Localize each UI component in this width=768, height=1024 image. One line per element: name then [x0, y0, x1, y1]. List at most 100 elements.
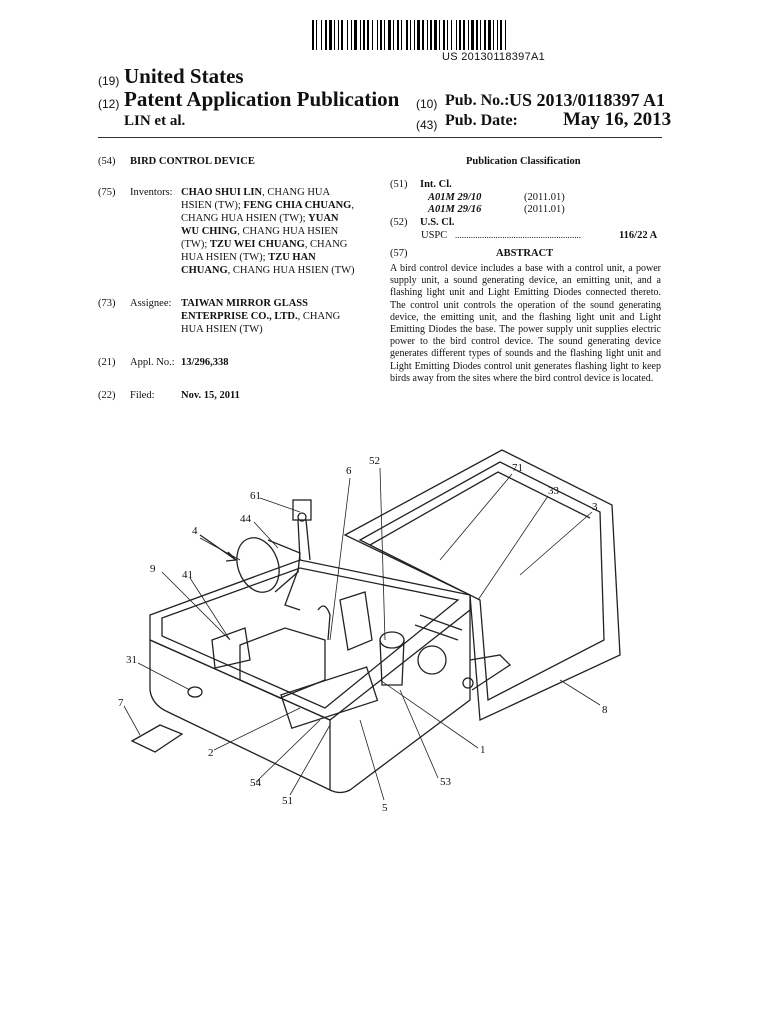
pub-date-label: Pub. Date:: [445, 112, 518, 129]
document-number: US 20130118397A1: [442, 51, 546, 63]
box-front-edge: [149, 639, 331, 790]
barcode-bar: [427, 20, 428, 50]
country-heading: United States: [124, 64, 244, 88]
barcode-bar: [354, 20, 357, 50]
class-code-2: A01M 29/16: [428, 204, 482, 215]
dial: [417, 645, 447, 675]
appl-code: (21): [98, 357, 116, 368]
publication-type-heading: Patent Application Publication: [124, 87, 400, 111]
inventors-line: WU CHING, CHANG HUA HSIEN: [181, 226, 339, 237]
barcode-bar: [351, 20, 352, 50]
label-52: 52: [369, 455, 380, 467]
barcode-bar: [480, 20, 481, 50]
assignee-label: Assignee:: [130, 298, 172, 309]
label-71: 71: [512, 462, 523, 474]
barcode-bar: [484, 20, 486, 50]
lid-inner: [358, 461, 605, 702]
inventors-line: CHAO SHUI LIN, CHANG HUA: [181, 187, 331, 198]
barcode-bar: [363, 20, 365, 50]
barcode-bar: [334, 20, 335, 50]
intcl-code: (51): [390, 179, 408, 190]
filed-date: Nov. 15, 2011: [181, 390, 240, 401]
barcode-bar: [497, 20, 498, 50]
barcode-bar: [456, 20, 457, 50]
barcode-bar: [468, 20, 469, 50]
light-unit: [339, 591, 373, 651]
label-54: 54: [250, 777, 262, 789]
hinge-bar: [414, 614, 463, 641]
assignee-line: HUA HSIEN (TW): [181, 324, 263, 335]
inventors-line: CHUANG, CHANG HUA HSIEN (TW): [181, 265, 355, 276]
lid-rim: [369, 471, 591, 546]
barcode-bar: [360, 20, 361, 50]
label-51: 51: [282, 795, 293, 807]
remote-control: [130, 724, 184, 753]
barcode-bar: [384, 20, 385, 50]
inventors-list: CHAO SHUI LIN, CHANG HUA HSIEN (TW); FEN…: [181, 186, 371, 277]
code-12: (12): [98, 97, 120, 111]
label-44: 44: [240, 513, 252, 525]
barcode-bar: [341, 20, 343, 50]
abstract-heading: ABSTRACT: [496, 248, 554, 259]
cylinder-body: [379, 639, 405, 686]
barcode-bar: [459, 20, 461, 50]
barcode-bar: [338, 20, 339, 50]
label-41: 41: [182, 569, 193, 581]
barcode-bar: [401, 20, 402, 50]
barcode-bar: [422, 20, 424, 50]
barcode-bar: [325, 20, 327, 50]
barcode-bar: [500, 20, 502, 50]
barcode-bar: [443, 20, 445, 50]
barcode-bar: [410, 20, 411, 50]
barcode-bar: [347, 20, 348, 50]
uspc-dots: ........................................…: [455, 230, 581, 240]
code-19: (19): [98, 74, 120, 88]
connector-socket: [187, 686, 203, 698]
barcode-bar: [451, 20, 452, 50]
barcode-bar: [372, 20, 373, 50]
barcode-bar: [414, 20, 415, 50]
barcode-bar: [316, 20, 317, 50]
classification-heading: Publication Classification: [466, 156, 581, 167]
uscl-label: U.S. Cl.: [420, 217, 455, 228]
label-33: 33: [548, 485, 560, 497]
barcode-bar: [434, 20, 437, 50]
handle-knob: [462, 677, 474, 689]
barcode-bar: [380, 20, 382, 50]
earphone: [317, 605, 331, 641]
inventors-line: CHANG HUA HSIEN (TW); YUAN: [181, 213, 339, 224]
uscl-code: (52): [390, 217, 408, 228]
horn-mouth: [236, 537, 280, 593]
label-3: 3: [592, 501, 598, 513]
box-inner-rim: [161, 567, 460, 709]
barcode-bar: [488, 20, 491, 50]
class-year-2: (2011.01): [524, 204, 565, 215]
label-31: 31: [126, 654, 137, 666]
barcode-bar: [493, 20, 494, 50]
label-9: 9: [150, 563, 156, 575]
pub-no-label: Pub. No.:: [445, 92, 510, 109]
barcode-bar: [406, 20, 408, 50]
class-code-1: A01M 29/10: [428, 192, 482, 203]
lamp-head: [292, 499, 312, 521]
assignee-line: ENTERPRISE CO., LTD., CHANG: [181, 311, 341, 322]
uspc-value: 116/22 A: [619, 230, 658, 241]
appl-label: Appl. No.:: [130, 357, 175, 368]
label-8: 8: [602, 704, 608, 716]
patent-figure: 6 52 71 33 3 61 44 4 9 41 31 7 8 2 1 54 …: [118, 449, 621, 814]
assignee-value: TAIWAN MIRROR GLASS ENTERPRISE CO., LTD.…: [181, 297, 371, 336]
inventors-line: (TW); TZU WEI CHUANG, CHANG: [181, 239, 348, 250]
barcode-bar: [476, 20, 478, 50]
abstract-code: (57): [390, 248, 408, 259]
barcode-bar: [463, 20, 465, 50]
barcode-bar: [417, 20, 420, 50]
header-divider: [98, 137, 662, 138]
code-43: (43): [416, 118, 438, 132]
barcode-bar: [321, 20, 322, 50]
barcode-bar: [430, 20, 432, 50]
box-handle: [469, 654, 512, 691]
label-2: 2: [208, 747, 214, 759]
invention-title: BIRD CONTROL DEVICE: [130, 156, 255, 167]
appl-number: 13/296,338: [181, 357, 229, 368]
label-4: 4: [192, 525, 198, 537]
